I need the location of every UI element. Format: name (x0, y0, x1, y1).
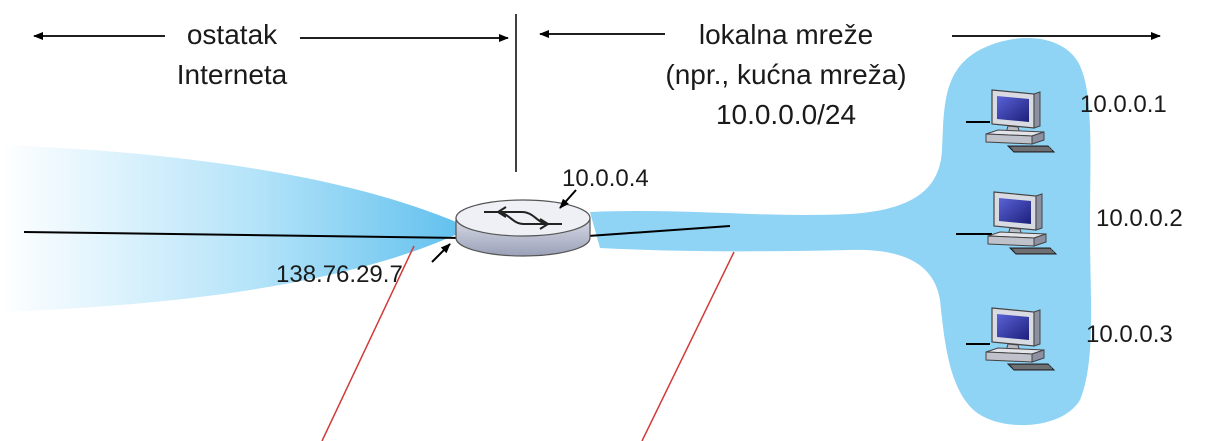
router-wan-ip: 138.76.29.7 (276, 261, 403, 288)
rest-of-internet-label-line1: ostatak (187, 19, 278, 50)
host-1-ip: 10.0.0.1 (1080, 91, 1167, 118)
router-lan-ip: 10.0.0.4 (562, 165, 649, 192)
arrow-wan-ip (431, 243, 451, 263)
lan-subnet-label: 10.0.0.0/24 (716, 99, 856, 130)
red-pointer-right (641, 251, 735, 441)
red-pointer-left (321, 245, 415, 441)
rest-of-internet-label-line2: Interneta (177, 59, 288, 90)
lan-network-area (590, 38, 1092, 426)
host-2 (956, 191, 1057, 255)
router-icon (455, 199, 591, 257)
host-3 (966, 307, 1055, 371)
host-2-ip: 10.0.0.2 (1096, 205, 1183, 232)
arrow-lan-ip (559, 189, 577, 209)
lan-label-line2: (npr., kućna mreža) (665, 59, 906, 90)
lan-label-line1: lokalna mreže (699, 19, 873, 50)
internet-funnel (0, 145, 470, 312)
lan-link-line (587, 225, 731, 237)
internet-link-line (23, 231, 463, 239)
host-1 (966, 89, 1055, 153)
host-3-ip: 10.0.0.3 (1086, 321, 1173, 348)
